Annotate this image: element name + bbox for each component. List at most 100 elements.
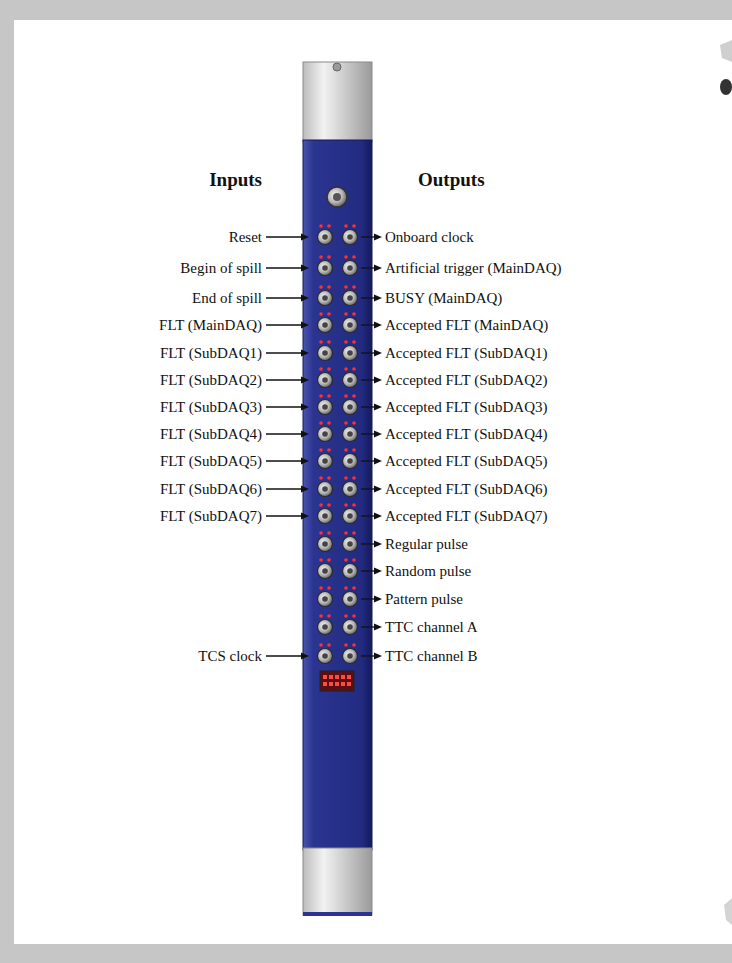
bnc-connector [318, 649, 333, 664]
connector-pin [347, 596, 353, 602]
connector-pin [322, 350, 328, 356]
signal-name: FLT (MainDAQ) [159, 316, 262, 334]
status-led [352, 643, 356, 647]
arrow-head [301, 234, 309, 241]
bnc-connector [343, 230, 358, 245]
arrow-head [301, 458, 309, 465]
connector-pin [322, 404, 328, 410]
status-led [319, 340, 323, 344]
signal-arrow [361, 379, 376, 380]
status-led [352, 394, 356, 398]
led-display [335, 675, 339, 679]
status-led [319, 531, 323, 535]
status-led [319, 503, 323, 507]
arrow-head [301, 295, 309, 302]
status-led [327, 312, 331, 316]
signal-name: Accepted FLT (SubDAQ2) [385, 371, 547, 389]
connector-pin [347, 458, 353, 464]
arrow-head [374, 624, 382, 631]
connector-pin [347, 295, 353, 301]
signal-name: Onboard clock [385, 228, 474, 246]
bnc-connector [318, 620, 333, 635]
bnc-connector [318, 346, 333, 361]
status-led [327, 421, 331, 425]
arrow-head [301, 513, 309, 520]
connector-pin [347, 431, 353, 437]
signal-arrow [266, 406, 303, 407]
status-led [344, 255, 348, 259]
connector-pin [322, 596, 328, 602]
bnc-connector [318, 482, 333, 497]
connector-pin [322, 377, 328, 383]
signal-name: Accepted FLT (SubDAQ4) [385, 425, 547, 443]
connector-pin [322, 431, 328, 437]
signal-name: TTC channel A [385, 618, 477, 636]
signal-name: Accepted FLT (SubDAQ1) [385, 344, 547, 362]
connector-pin [322, 541, 328, 547]
bnc-connector [318, 400, 333, 415]
arrow-head [374, 653, 382, 660]
status-led [319, 476, 323, 480]
arrow-head [301, 653, 309, 660]
status-led [327, 394, 331, 398]
connector-pin [322, 458, 328, 464]
bnc-connector [343, 564, 358, 579]
signal-arrow [266, 324, 303, 325]
led-display [329, 682, 333, 686]
status-led [327, 503, 331, 507]
arrow-head [374, 265, 382, 272]
signal-arrow [266, 460, 303, 461]
connector-pin [347, 513, 353, 519]
bnc-connector [343, 318, 358, 333]
bnc-connector [343, 373, 358, 388]
status-led [344, 340, 348, 344]
arrow-head [301, 431, 309, 438]
led-display [323, 675, 327, 679]
connector-pin [347, 265, 353, 271]
status-led [327, 476, 331, 480]
signal-name: Random pulse [385, 562, 471, 580]
connector-pin [347, 350, 353, 356]
status-led [352, 255, 356, 259]
bnc-connector [318, 427, 333, 442]
status-led [327, 367, 331, 371]
status-led [344, 558, 348, 562]
signal-arrow [361, 324, 376, 325]
signal-name: Reset [229, 228, 262, 246]
signal-arrow [361, 352, 376, 353]
status-led [319, 285, 323, 289]
signal-arrow [266, 488, 303, 489]
signal-arrow [361, 655, 376, 656]
status-led [327, 224, 331, 228]
column-heading: Inputs [209, 169, 262, 191]
status-led [327, 285, 331, 289]
signal-name: FLT (SubDAQ5) [160, 452, 262, 470]
connector-pin [322, 265, 328, 271]
bnc-connector [343, 261, 358, 276]
signal-arrow [361, 236, 376, 237]
signal-arrow [266, 515, 303, 516]
column-heading: Outputs [418, 169, 485, 191]
bnc-connector [343, 620, 358, 635]
status-led [319, 312, 323, 316]
arrow-head [301, 265, 309, 272]
arrow-head [374, 350, 382, 357]
bnc-connector [343, 482, 358, 497]
signal-arrow [361, 267, 376, 268]
status-led [352, 614, 356, 618]
connector-pin [347, 624, 353, 630]
signal-arrow [361, 433, 376, 434]
signal-arrow [266, 267, 303, 268]
arrow-head [374, 234, 382, 241]
signal-arrow [266, 379, 303, 380]
status-led [344, 421, 348, 425]
signal-arrow [361, 297, 376, 298]
status-led [327, 448, 331, 452]
signal-name: FLT (SubDAQ4) [160, 425, 262, 443]
signal-name: FLT (SubDAQ2) [160, 371, 262, 389]
status-led [344, 224, 348, 228]
arrow-head [374, 486, 382, 493]
connector-pin [347, 322, 353, 328]
arrow-head [374, 568, 382, 575]
